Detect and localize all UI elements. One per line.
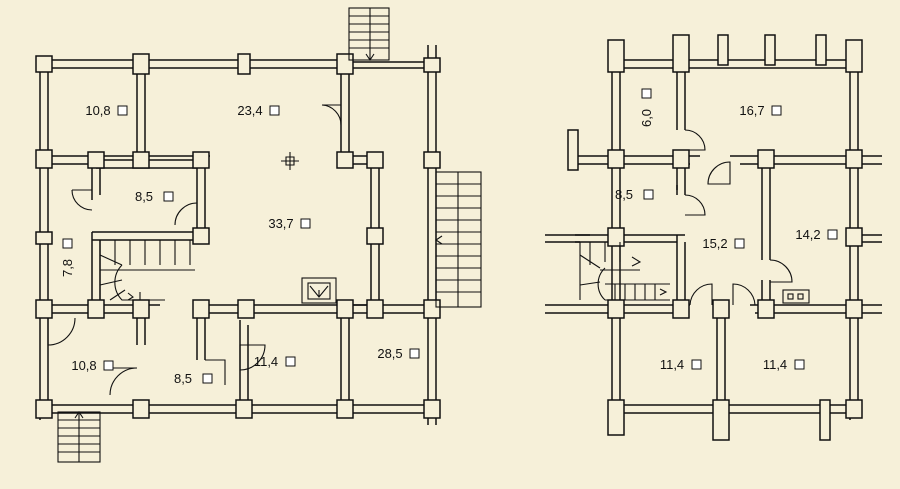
stove bbox=[782, 289, 810, 304]
square-meter-icon bbox=[409, 348, 420, 359]
floor2-room-right-label: 14,2 bbox=[795, 227, 838, 242]
floor1-room-bath-label: 8,5 bbox=[174, 371, 213, 386]
square-meter-icon bbox=[269, 105, 280, 116]
room-area-text: 10,8 bbox=[71, 358, 96, 373]
floor-1-plan bbox=[35, 7, 482, 463]
floor1-room-terrace-label: 28,5 bbox=[377, 346, 420, 361]
floor2-room-hall-label: 15,2 bbox=[702, 236, 745, 251]
floor1-room-top-left-label: 10,8 bbox=[85, 103, 128, 118]
fireplace bbox=[301, 277, 337, 304]
center-cross-mark bbox=[281, 152, 299, 170]
room-labels: 10,8 23,4 8,5 33,7 7,8 10,8 8,5 11,4 28,5 6,0 16,7… bbox=[60, 88, 838, 386]
floor2-room-top-right-label: 16,7 bbox=[739, 103, 782, 118]
room-area-text: 8,5 bbox=[174, 371, 192, 386]
floor-1-stairs-right bbox=[435, 171, 482, 308]
square-meter-icon bbox=[641, 88, 652, 99]
floor1-room-bottom-center-label: 11,4 bbox=[254, 354, 296, 369]
room-area-text: 6,0 bbox=[639, 109, 654, 127]
room-area-text: 33,7 bbox=[268, 216, 293, 231]
square-meter-icon bbox=[202, 373, 213, 384]
room-area-text: 16,7 bbox=[739, 103, 764, 118]
room-area-text: 23,4 bbox=[237, 103, 262, 118]
floor2-room-small-label: 6,0 bbox=[639, 88, 654, 127]
room-area-text: 14,2 bbox=[795, 227, 820, 242]
room-area-text: 8,5 bbox=[135, 189, 153, 204]
floor-1-stairs-top bbox=[348, 7, 390, 61]
square-meter-icon bbox=[734, 238, 745, 249]
floor-1-log-joints bbox=[35, 53, 441, 419]
floor1-room-kitchen-label: 8,5 bbox=[135, 189, 174, 204]
floor1-room-bottom-left-label: 10,8 bbox=[71, 358, 114, 373]
square-meter-icon bbox=[691, 359, 702, 370]
square-meter-icon bbox=[163, 191, 174, 202]
floor1-room-corridor-label: 7,8 bbox=[60, 238, 75, 277]
floor-2-stairs-spiral bbox=[579, 242, 670, 301]
room-area-text: 11,4 bbox=[763, 357, 787, 372]
floor-1-doors bbox=[47, 104, 342, 396]
room-area-text: 7,8 bbox=[60, 259, 75, 277]
square-meter-icon bbox=[827, 229, 838, 240]
floor-2-doors bbox=[684, 129, 793, 306]
floor-1-stairs-bottom bbox=[57, 411, 101, 463]
square-meter-icon bbox=[285, 356, 296, 367]
square-meter-icon bbox=[300, 218, 311, 229]
floor1-room-living-label: 33,7 bbox=[268, 216, 311, 231]
floor2-room-bottom-left-label: 11,4 bbox=[660, 357, 702, 372]
square-meter-icon bbox=[771, 105, 782, 116]
floor2-room-left-label: 8,5 bbox=[615, 187, 654, 202]
floor1-room-top-center-label: 23,4 bbox=[237, 103, 280, 118]
square-meter-icon bbox=[62, 238, 73, 249]
square-meter-icon bbox=[643, 189, 654, 200]
floor2-room-bottom-right-label: 11,4 bbox=[763, 357, 805, 372]
floor-2-plan bbox=[545, 34, 882, 441]
room-area-text: 11,4 bbox=[254, 354, 278, 369]
room-area-text: 10,8 bbox=[85, 103, 110, 118]
room-area-text: 15,2 bbox=[702, 236, 727, 251]
square-meter-icon bbox=[794, 359, 805, 370]
room-area-text: 8,5 bbox=[615, 187, 633, 202]
floor-2-log-joints bbox=[567, 34, 863, 441]
floor-1-stairs-spiral bbox=[99, 240, 195, 301]
room-area-text: 28,5 bbox=[377, 346, 402, 361]
square-meter-icon bbox=[117, 105, 128, 116]
square-meter-icon bbox=[103, 360, 114, 371]
room-area-text: 11,4 bbox=[660, 357, 684, 372]
